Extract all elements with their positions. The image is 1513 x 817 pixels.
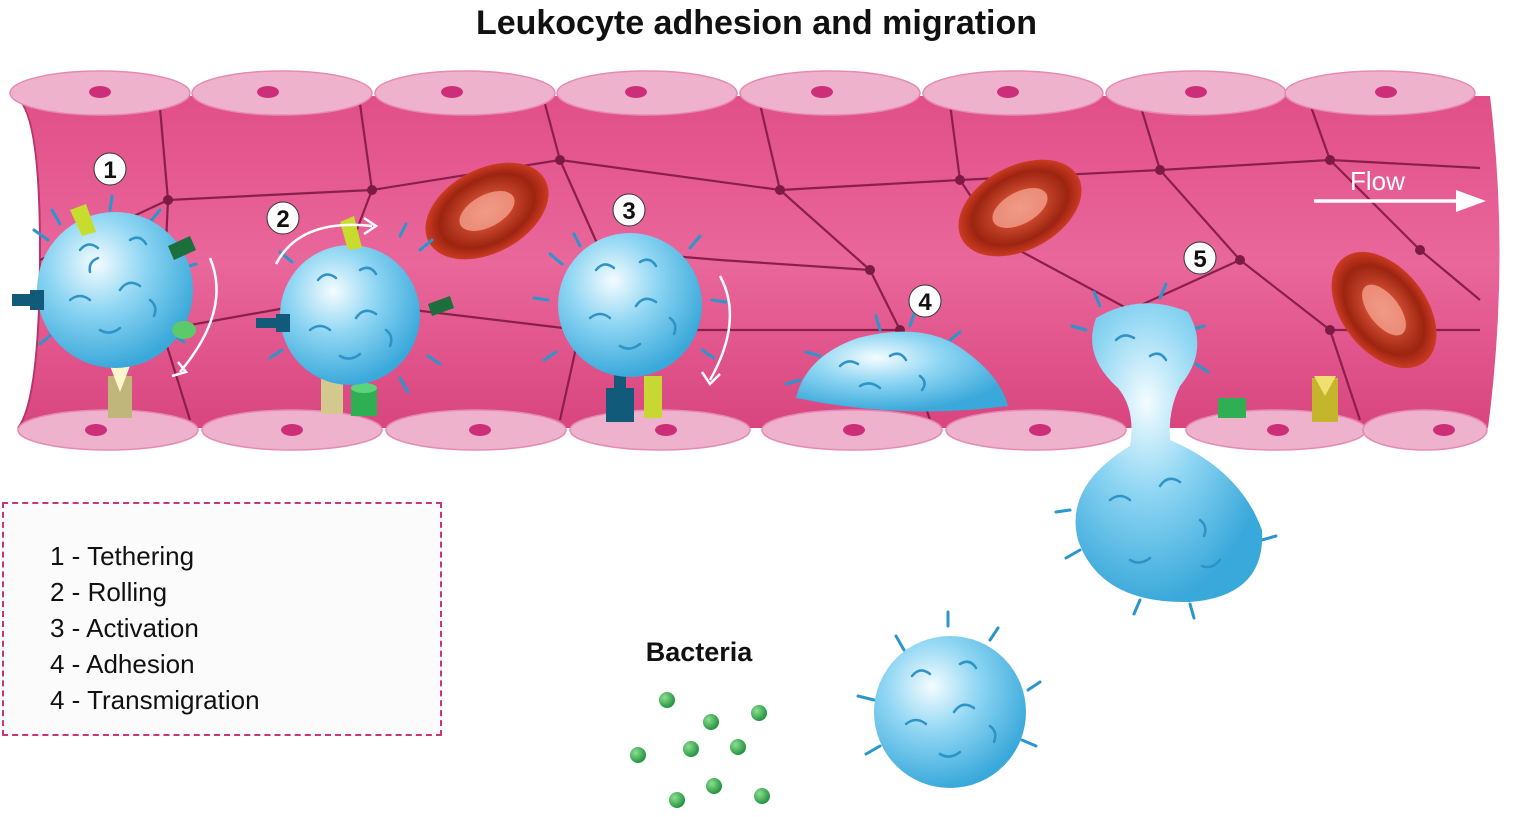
legend-item-rolling: 2 - Rolling: [50, 574, 260, 610]
step-marker-4: 4: [909, 285, 941, 317]
bacterium: [683, 741, 699, 757]
step-marker-5: 5: [1184, 242, 1216, 274]
step-marker-3: 3: [613, 194, 645, 226]
step-marker-2-label: 2: [276, 206, 289, 233]
leukocyte-tissue: [858, 612, 1040, 788]
bacterium: [730, 739, 746, 755]
bacterium: [754, 788, 770, 804]
blood-vessel: [12, 96, 1500, 428]
step-marker-3-label: 3: [622, 198, 635, 225]
legend: 1 - Tethering 2 - Rolling 3 - Activation…: [2, 502, 442, 736]
legend-item-adhesion: 4 - Adhesion: [50, 646, 260, 682]
step-marker-4-label: 4: [918, 289, 932, 316]
legend-item-activation: 3 - Activation: [50, 610, 260, 646]
step-marker-1-label: 1: [103, 157, 116, 184]
step-marker-2: 2: [267, 202, 299, 234]
step-marker-1: 1: [94, 153, 126, 185]
bacterium: [630, 747, 646, 763]
bacterium: [706, 778, 722, 794]
legend-list: 1 - Tethering 2 - Rolling 3 - Activation…: [50, 538, 260, 718]
bacteria-label: Bacteria: [646, 637, 754, 667]
step-marker-5-label: 5: [1193, 246, 1206, 273]
legend-item-transmigration: 4 - Transmigration: [50, 682, 260, 718]
legend-item-tethering: 1 - Tethering: [50, 538, 260, 574]
bacterium: [669, 792, 685, 808]
bacterium: [751, 705, 767, 721]
bacteria-cluster: [630, 692, 770, 808]
bacterium: [659, 692, 675, 708]
bacterium: [703, 714, 719, 730]
flow-label: Flow: [1350, 166, 1405, 196]
